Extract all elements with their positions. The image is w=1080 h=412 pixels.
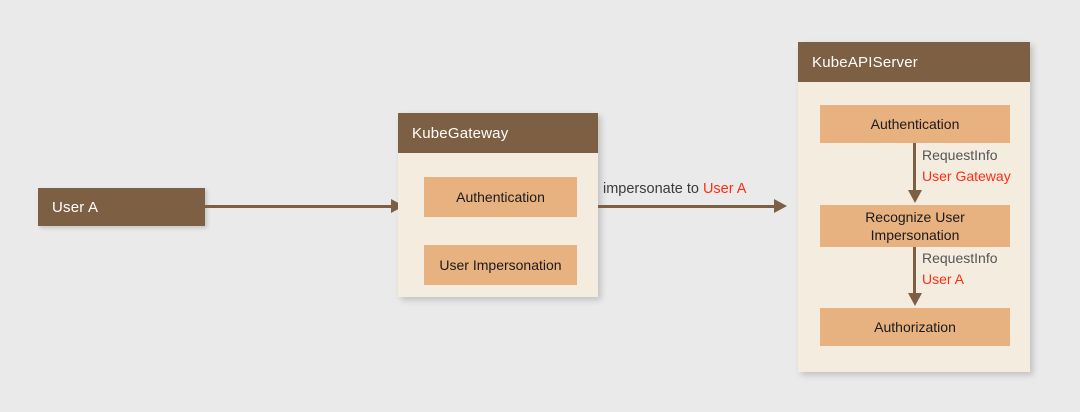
edge-impersonate-target: User A [702, 181, 747, 197]
actor-user-a: User A [38, 188, 205, 226]
container-kubegateway: KubeGateway Authentication User Imperson… [398, 113, 598, 297]
edge-impersonate-prefix: impersonate to [603, 181, 703, 197]
edge-gateway-to-apiserver-arrowhead [774, 199, 787, 213]
container-kubegateway-body: Authentication User Impersonation [398, 153, 598, 297]
flow-label-requestinfo-2: RequestInfo [922, 250, 998, 266]
container-kubeapiserver-body: Authentication RequestInfo User Gateway … [798, 82, 1030, 372]
step-gateway-user-impersonation: User Impersonation [424, 245, 577, 285]
flow-label-recognize-to-authz: RequestInfo User A [922, 248, 998, 290]
edge-impersonate-label: impersonate to User A [603, 181, 746, 197]
edge-gateway-to-apiserver-line [598, 205, 776, 208]
container-kubegateway-title-label: KubeGateway [412, 124, 509, 142]
edge-recognize-to-authz-arrowhead [908, 293, 922, 306]
step-apiserver-recognize-user-impersonation: Recognize User Impersonation [820, 205, 1010, 247]
step-apiserver-authentication: Authentication [820, 105, 1010, 143]
flow-label-auth-to-recognize: RequestInfo User Gateway [922, 145, 1011, 187]
step-recognize-line1: Recognize User [865, 209, 965, 225]
container-kubeapiserver: KubeAPIServer Authentication RequestInfo… [798, 42, 1030, 372]
flow-label-requestinfo-1: RequestInfo [922, 147, 998, 163]
step-gateway-authentication-label: Authentication [456, 189, 545, 205]
step-recognize-line2: Impersonation [870, 227, 960, 243]
container-kubeapiserver-title-label: KubeAPIServer [812, 53, 918, 71]
container-kubegateway-title: KubeGateway [398, 113, 598, 153]
flow-label-identity-1: User Gateway [922, 168, 1011, 184]
flow-label-identity-2: User A [922, 271, 965, 287]
edge-auth-to-recognize-line [913, 143, 916, 192]
edge-user-to-gateway-line [205, 205, 393, 208]
step-apiserver-authorization-label: Authorization [874, 319, 956, 335]
actor-user-a-label: User A [52, 198, 99, 216]
edge-recognize-to-authz-line [913, 247, 916, 295]
step-gateway-user-impersonation-label: User Impersonation [439, 257, 562, 273]
step-apiserver-authorization: Authorization [820, 308, 1010, 346]
edge-auth-to-recognize-arrowhead [908, 190, 922, 203]
step-gateway-authentication: Authentication [424, 177, 577, 217]
container-kubeapiserver-title: KubeAPIServer [798, 42, 1030, 82]
step-apiserver-authentication-label: Authentication [870, 116, 960, 132]
